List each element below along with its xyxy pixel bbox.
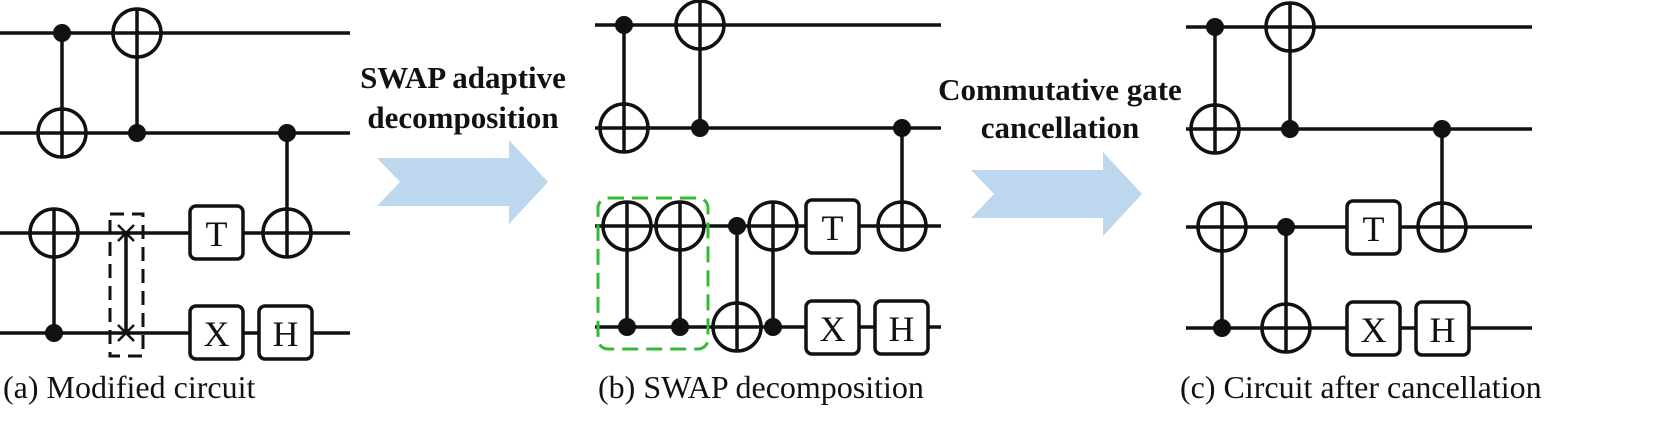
panel-c-caption: (c) Circuit after cancellation — [1180, 369, 1542, 405]
target-oplus — [654, 200, 706, 252]
target-oplus — [1260, 302, 1312, 354]
panel-b-swap-decomposition: T X H (b) SWAP decomposition — [595, 0, 941, 405]
control-dot — [45, 324, 63, 342]
panel-a-cnot-1 — [36, 24, 88, 159]
target-oplus — [1189, 103, 1241, 155]
target-oplus — [1416, 201, 1468, 253]
panel-b-x-gate: X — [804, 299, 861, 356]
control-dot — [278, 124, 296, 142]
h-gate-label: H — [1430, 310, 1456, 350]
control-dot — [618, 318, 636, 336]
panel-c-cnot-4 — [1260, 218, 1312, 354]
panel-c-t-gate: T — [1345, 199, 1402, 256]
control-dot — [728, 217, 746, 235]
cancellable-pair-highlight-box — [596, 196, 710, 351]
target-oplus — [674, 0, 726, 51]
panel-a-t-gate: T — [188, 204, 245, 261]
control-dot — [893, 119, 911, 137]
control-dot — [671, 318, 689, 336]
target-oplus — [1264, 1, 1316, 53]
x-gate-label: X — [204, 314, 230, 354]
panel-c-x-gate: X — [1345, 300, 1402, 357]
target-oplus — [711, 301, 763, 353]
block-arrow-1 — [377, 140, 548, 224]
control-dot — [1281, 120, 1299, 138]
h-gate-label: H — [273, 314, 299, 354]
arrow-1-label-line-2: decomposition — [367, 100, 558, 135]
x-gate-label: X — [820, 309, 846, 349]
control-dot — [1433, 120, 1451, 138]
panel-b-cnot-7 — [876, 119, 928, 252]
panel-b-cnot-3 — [601, 200, 653, 336]
target-oplus — [28, 207, 80, 259]
arrow-1-label-line-1: SWAP adaptive — [360, 60, 566, 95]
panel-b-cnot-2 — [674, 0, 726, 137]
target-oplus — [598, 102, 650, 154]
panel-a-swap-gate — [108, 212, 145, 358]
t-gate-label: T — [822, 208, 844, 248]
panel-b-t-gate: T — [804, 198, 861, 255]
arrow-commutative-gate-cancellation: Commutative gate cancellation — [938, 72, 1182, 236]
panel-b-caption: (b) SWAP decomposition — [598, 369, 924, 405]
panel-c-circuit-after-cancellation: T X H (c) Circuit after cancellation — [1180, 1, 1542, 405]
panel-c-cnot-5 — [1416, 120, 1468, 253]
block-arrow-2 — [971, 152, 1142, 236]
target-oplus — [1196, 201, 1248, 253]
target-oplus — [747, 200, 799, 252]
panel-a-cnot-3 — [28, 207, 80, 342]
target-oplus — [111, 7, 163, 59]
panel-c-cnot-3 — [1196, 201, 1248, 337]
x-gate-label: X — [1361, 310, 1387, 350]
control-dot — [1277, 218, 1295, 236]
target-oplus — [876, 200, 928, 252]
panel-a-modified-circuit: T X H (a) Modified circuit — [0, 7, 350, 405]
control-dot — [1206, 18, 1224, 36]
t-gate-label: T — [206, 214, 228, 254]
panel-b-cnot-4 — [654, 200, 706, 336]
panel-b-cnot-1 — [598, 16, 650, 154]
control-dot — [764, 318, 782, 336]
panel-c-cnot-2 — [1264, 1, 1316, 138]
control-dot — [691, 119, 709, 137]
target-oplus — [261, 207, 313, 259]
target-oplus — [601, 200, 653, 252]
panel-a-cnot-2 — [111, 7, 163, 142]
control-dot — [128, 124, 146, 142]
control-dot — [53, 24, 71, 42]
control-dot — [1213, 319, 1231, 337]
panel-a-x-gate: X — [188, 304, 245, 361]
h-gate-label: H — [889, 309, 915, 349]
t-gate-label: T — [1363, 209, 1385, 249]
arrow-2-label-line-1: Commutative gate — [938, 72, 1182, 107]
panel-a-cnot-4 — [261, 124, 313, 259]
arrow-2-label-line-2: cancellation — [981, 110, 1139, 145]
panel-a-h-gate: H — [257, 304, 314, 361]
panel-c-cnot-1 — [1189, 18, 1241, 155]
panel-b-cnot-5 — [711, 217, 763, 353]
panel-a-caption: (a) Modified circuit — [3, 369, 255, 405]
panel-b-h-gate: H — [873, 299, 930, 356]
arrow-swap-adaptive-decomposition: SWAP adaptive decomposition — [360, 60, 566, 224]
control-dot — [615, 16, 633, 34]
target-oplus — [36, 107, 88, 159]
panel-b-cnot-6 — [747, 200, 799, 336]
panel-c-h-gate: H — [1414, 300, 1471, 357]
